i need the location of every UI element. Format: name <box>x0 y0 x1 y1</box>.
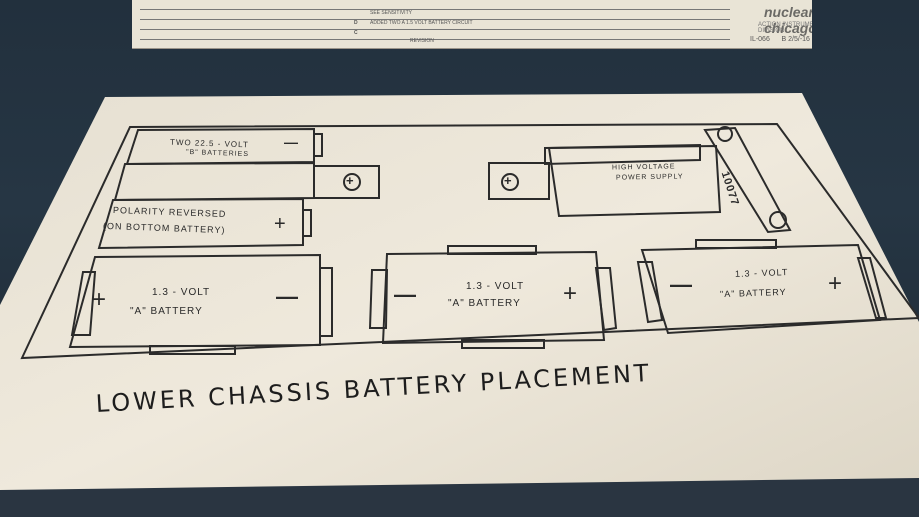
hv-supply-line1: HIGH VOLTAGE <box>611 163 676 172</box>
a-battery-voltage: 1.3 - VOLT <box>152 287 211 298</box>
screw-terminal-icon <box>717 126 733 142</box>
minus-sign: — <box>670 272 693 297</box>
revision-mark: D <box>354 20 358 26</box>
revision-row: C <box>140 30 730 40</box>
plus-sign: + <box>828 270 844 297</box>
revision-mark: C <box>354 30 358 36</box>
b-battery-top-terminal <box>313 133 323 157</box>
drawing-number-value: IL-066 <box>750 36 770 43</box>
paper-bottom-edge <box>0 478 919 517</box>
schematic-sheet: SEE SENSITIVITY D ADDED TWO A 1.5 VOLT B… <box>132 0 812 49</box>
a-battery-right <box>636 239 888 335</box>
minus-sign: — <box>276 284 299 309</box>
revision-text: REVISION <box>410 38 434 44</box>
brand-subtitle: ACTION INSTRUMENT & DEVICE DIVISION <box>758 22 812 34</box>
paper-sheet <box>0 93 919 500</box>
a-battery-voltage: 1.3 - VOLT <box>734 267 789 279</box>
drawing-number: IL-066 B 2/5/-16 <box>750 36 810 43</box>
revision-row: SEE SENSITIVITY <box>140 10 730 20</box>
b-battery-bottom-terminal <box>302 209 312 237</box>
plus-sign: + <box>274 213 287 235</box>
minus-sign: — <box>394 282 417 307</box>
a-battery-type: "A" BATTERY <box>130 306 203 317</box>
plus-sign: + <box>563 280 579 307</box>
revision-row: REVISION <box>140 38 730 47</box>
brand-logo-text: nuclear-chicago <box>764 4 812 36</box>
plus-sign: + <box>92 286 108 313</box>
hv-connector-strip <box>703 126 792 234</box>
revision-row <box>140 0 730 10</box>
b-battery-bottom <box>97 197 304 250</box>
diagram-border <box>20 122 919 360</box>
revision-row: D ADDED TWO A 1.5 VOLT BATTERY CIRCUIT <box>140 20 730 30</box>
minus-sign: — <box>284 134 299 150</box>
hv-supply-cap <box>544 143 701 166</box>
plus-sign: + <box>346 173 355 188</box>
a-battery-type: "A" BATTERY <box>448 298 521 309</box>
a-battery-voltage: 1.3 - VOLT <box>466 281 525 292</box>
plus-sign: + <box>504 173 513 188</box>
revision-text: ADDED TWO A 1.5 VOLT BATTERY CIRCUIT <box>370 20 473 26</box>
hv-terminal-plate <box>488 162 550 200</box>
a-battery-middle <box>368 245 618 349</box>
a-battery-left <box>68 253 333 355</box>
screw-terminal-icon <box>501 173 519 191</box>
sheet-value: B 2/5/-16 <box>781 36 810 43</box>
screw-terminal-icon <box>769 211 787 229</box>
b-batteries-group <box>97 127 380 250</box>
revision-table: SEE SENSITIVITY D ADDED TWO A 1.5 VOLT B… <box>140 0 730 44</box>
hv-supply-group <box>488 126 792 234</box>
terminal-plate <box>313 165 380 199</box>
hv-supply-line2: POWER SUPPLY <box>615 173 684 182</box>
screw-terminal-icon <box>343 173 361 191</box>
revision-text: SEE SENSITIVITY <box>370 10 412 16</box>
